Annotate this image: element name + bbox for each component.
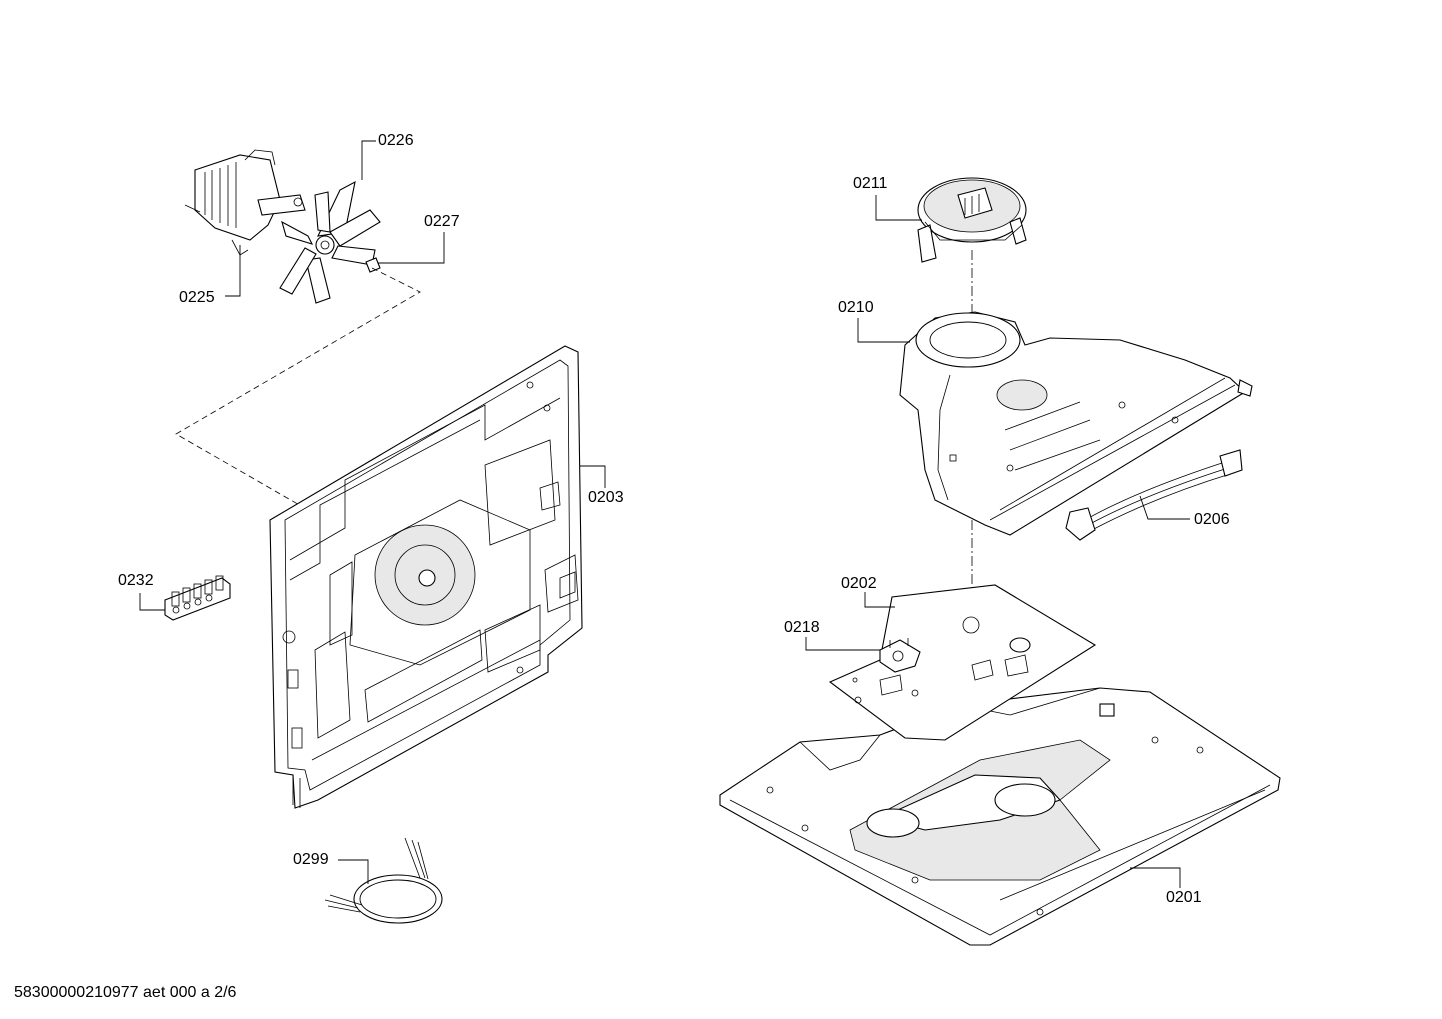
label-0299: 0299: [293, 851, 329, 868]
fan-motor-part: [184, 149, 306, 256]
leader-0211: [875, 195, 922, 221]
terminal-block-part: [164, 575, 231, 621]
leader-0206: [1139, 495, 1190, 520]
fan-housing-part: [899, 311, 1253, 536]
leader-0225: [225, 245, 241, 297]
leader-0299: [338, 859, 369, 884]
label-0201: 0201: [1166, 889, 1202, 906]
base-plate-part: [719, 687, 1281, 946]
label-0232: 0232: [118, 572, 154, 589]
leader-0203: [580, 465, 606, 488]
leader-0201: [1130, 867, 1181, 888]
wiring-harness-part: [1065, 449, 1243, 541]
thermostat-part: [879, 638, 921, 673]
leader-0232: [139, 593, 165, 611]
rear-panel-part: [269, 345, 583, 809]
label-0203: 0203: [588, 489, 624, 506]
label-0210: 0210: [838, 299, 874, 316]
document-footer-id: 58300000210977 aet 000 a 2/6: [14, 984, 237, 1001]
label-0202: 0202: [841, 575, 877, 592]
label-0218: 0218: [784, 619, 820, 636]
label-0206: 0206: [1194, 511, 1230, 528]
fan-wheel-part: [279, 180, 381, 304]
blower-fan-part: [917, 177, 1027, 263]
leader-0218: [805, 637, 880, 651]
leader-0202: [864, 592, 895, 608]
label-0226: 0226: [378, 132, 414, 149]
label-0225: 0225: [179, 289, 215, 306]
cable-part: [324, 837, 443, 924]
leader-0227: [378, 232, 445, 264]
leader-0226: [361, 140, 376, 180]
assembly-line-fan: [175, 267, 421, 561]
leader-0210: [857, 318, 910, 343]
label-0211: 0211: [853, 175, 888, 192]
label-0227: 0227: [424, 213, 460, 230]
nut-part: [365, 257, 381, 273]
